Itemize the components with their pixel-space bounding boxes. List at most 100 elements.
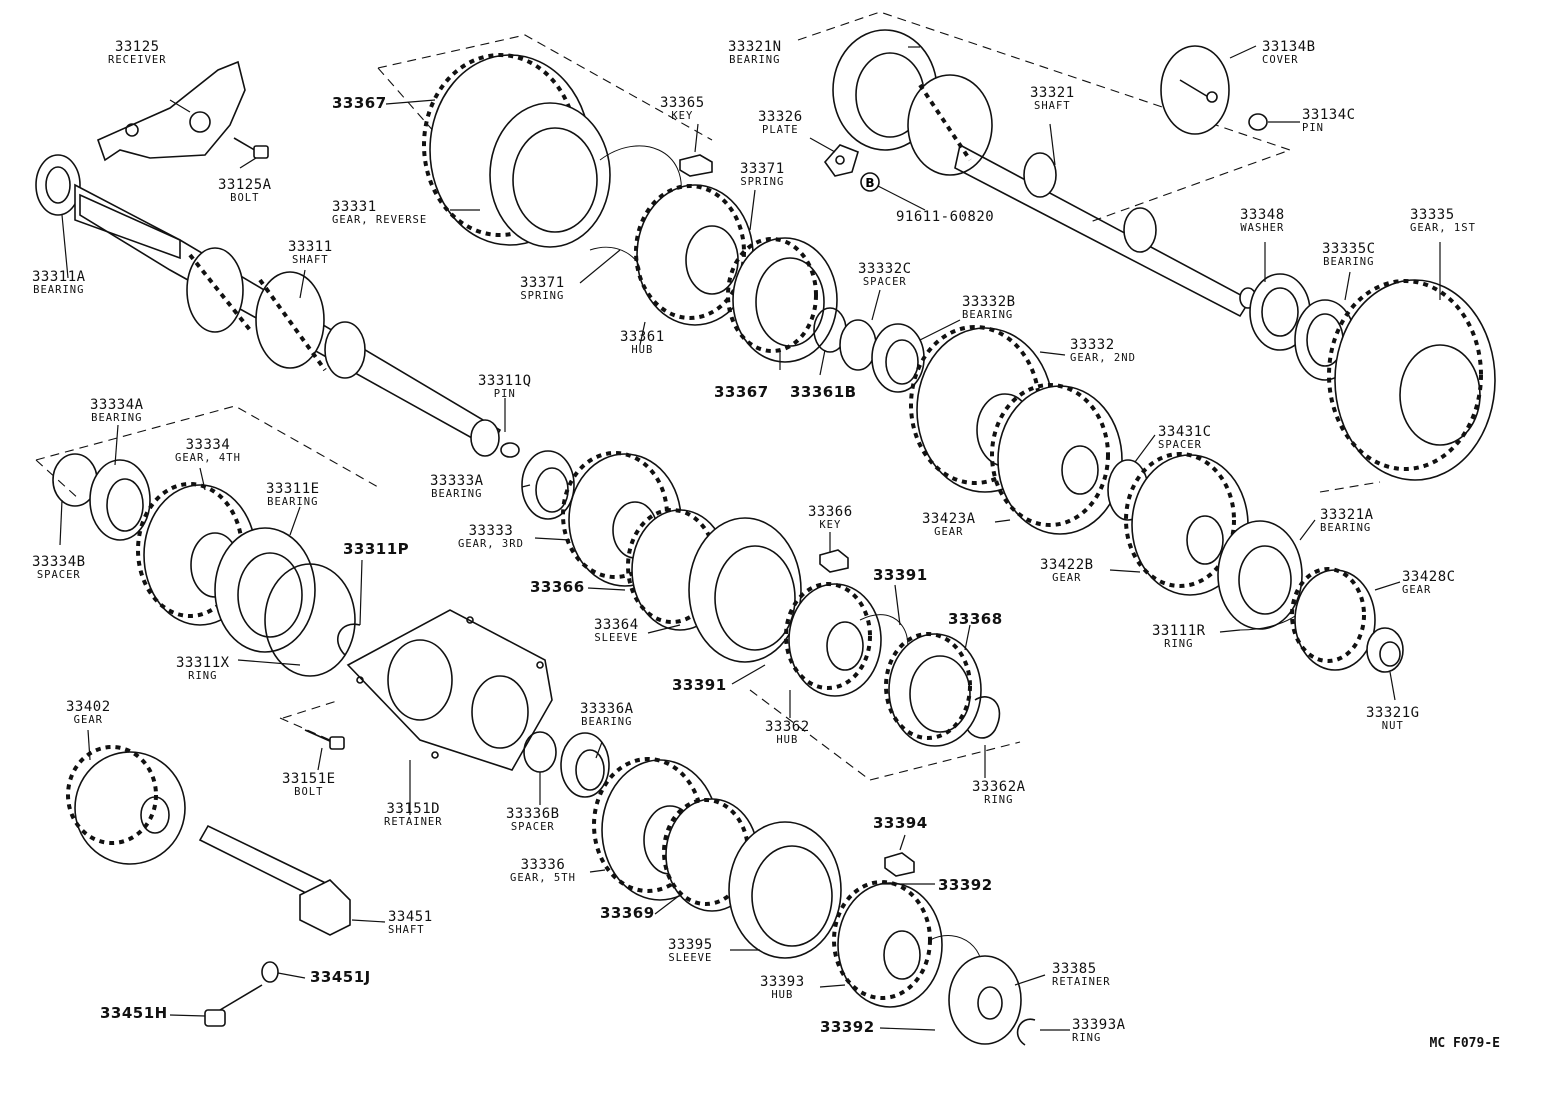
part-name: PLATE xyxy=(762,124,799,136)
output-shaft-33321 xyxy=(832,29,1257,318)
part-number: 33392 xyxy=(938,876,993,894)
part-name: BOLT xyxy=(294,786,324,798)
key-33394 xyxy=(884,852,915,877)
bearing-33334a xyxy=(89,459,151,541)
callout-33367-top: 33367 xyxy=(332,96,387,111)
first-gear-33335 xyxy=(1327,279,1496,481)
part-number: 33367 xyxy=(714,383,769,401)
bolt-marker-symbol: B xyxy=(865,176,874,190)
part-name: SPACER xyxy=(36,569,81,581)
synchro-ring-33367 xyxy=(726,237,838,363)
part-number: 33334B xyxy=(32,554,86,570)
group-outlines xyxy=(35,11,1381,781)
part-number: 33393 xyxy=(760,974,805,990)
part-number: 33385 xyxy=(1052,961,1097,977)
sleeve-33364 xyxy=(688,517,802,663)
part-name: BEARING xyxy=(1323,256,1375,268)
part-number: 33151D xyxy=(386,801,441,817)
pin-33311q xyxy=(500,442,520,458)
plate-33326: B xyxy=(823,144,880,192)
part-number: 33336B xyxy=(506,806,560,822)
part-number: 33364 xyxy=(594,617,639,633)
reverse-gear-33331 xyxy=(422,53,682,248)
part-name: GEAR xyxy=(1402,584,1432,596)
part-name: GEAR, 2ND xyxy=(1070,352,1136,364)
part-number: 33335 xyxy=(1410,207,1455,223)
part-number: 33321N xyxy=(728,39,782,55)
part-name: GEAR, 3RD xyxy=(458,538,524,550)
part-number: 33366 xyxy=(530,578,585,596)
part-number: 33334A xyxy=(90,397,144,413)
part-name: GEAR, 4TH xyxy=(175,452,241,464)
part-name: BEARING xyxy=(267,496,319,508)
part-number: 33367 xyxy=(332,94,387,112)
part-number: 33334 xyxy=(185,437,231,453)
bolt-33125a xyxy=(233,137,269,159)
part-number: 33362 xyxy=(765,719,810,735)
part-number: 33391 xyxy=(873,566,928,584)
reverse-idler-gear-33402 xyxy=(66,745,186,865)
part-number: 33336 xyxy=(520,857,566,873)
part-number: 33333A xyxy=(430,473,484,489)
part-number: 33369 xyxy=(600,904,655,922)
leader-lines xyxy=(59,45,1441,1031)
synchro-ring-33368 xyxy=(884,632,982,747)
part-number: 33332B xyxy=(962,294,1016,310)
cover-33134b xyxy=(1160,45,1230,135)
part-number: 33391 xyxy=(672,676,727,694)
part-name: PIN xyxy=(493,388,516,400)
part-number: 33111R xyxy=(1152,623,1206,639)
part-name: BOLT xyxy=(230,192,260,204)
callout-33366: 33366 xyxy=(530,580,585,595)
part-number: 33336A xyxy=(580,701,634,717)
callout-33369: 33369 xyxy=(600,906,655,921)
part-number: 33361 xyxy=(620,329,665,345)
callout-33394: 33394 xyxy=(873,816,928,831)
part-name: SPRING xyxy=(520,290,565,302)
part-name: KEY xyxy=(671,110,694,122)
part-number: 33361B xyxy=(790,383,857,401)
part-name: BEARING xyxy=(1320,522,1372,534)
part-name: GEAR, REVERSE xyxy=(332,214,428,226)
clip-33311p xyxy=(336,623,361,656)
part-name: SHAFT xyxy=(388,924,425,936)
part-number: 33366 xyxy=(808,504,853,520)
hub-33362 xyxy=(784,582,909,697)
callout-33391-low: 33391 xyxy=(672,678,727,693)
part-name: SPRING xyxy=(740,176,785,188)
part-number: 33428C xyxy=(1402,569,1456,585)
key-33366 xyxy=(819,549,849,573)
part-name: GEAR, 1ST xyxy=(1410,222,1476,234)
part-number: 33311Q xyxy=(478,373,532,389)
part-name: GEAR xyxy=(1052,572,1082,584)
part-number: 33321A xyxy=(1320,507,1374,523)
part-name: BEARING xyxy=(91,412,143,424)
part-number: 33331 xyxy=(332,199,377,215)
part-name: BEARING xyxy=(962,309,1014,321)
spacer-33336b xyxy=(523,731,557,773)
part-name: COVER xyxy=(1262,54,1299,66)
part-number: 33392 xyxy=(820,1018,875,1036)
callout-33451j: 33451J xyxy=(310,970,371,985)
nut-33321g xyxy=(1366,627,1404,673)
